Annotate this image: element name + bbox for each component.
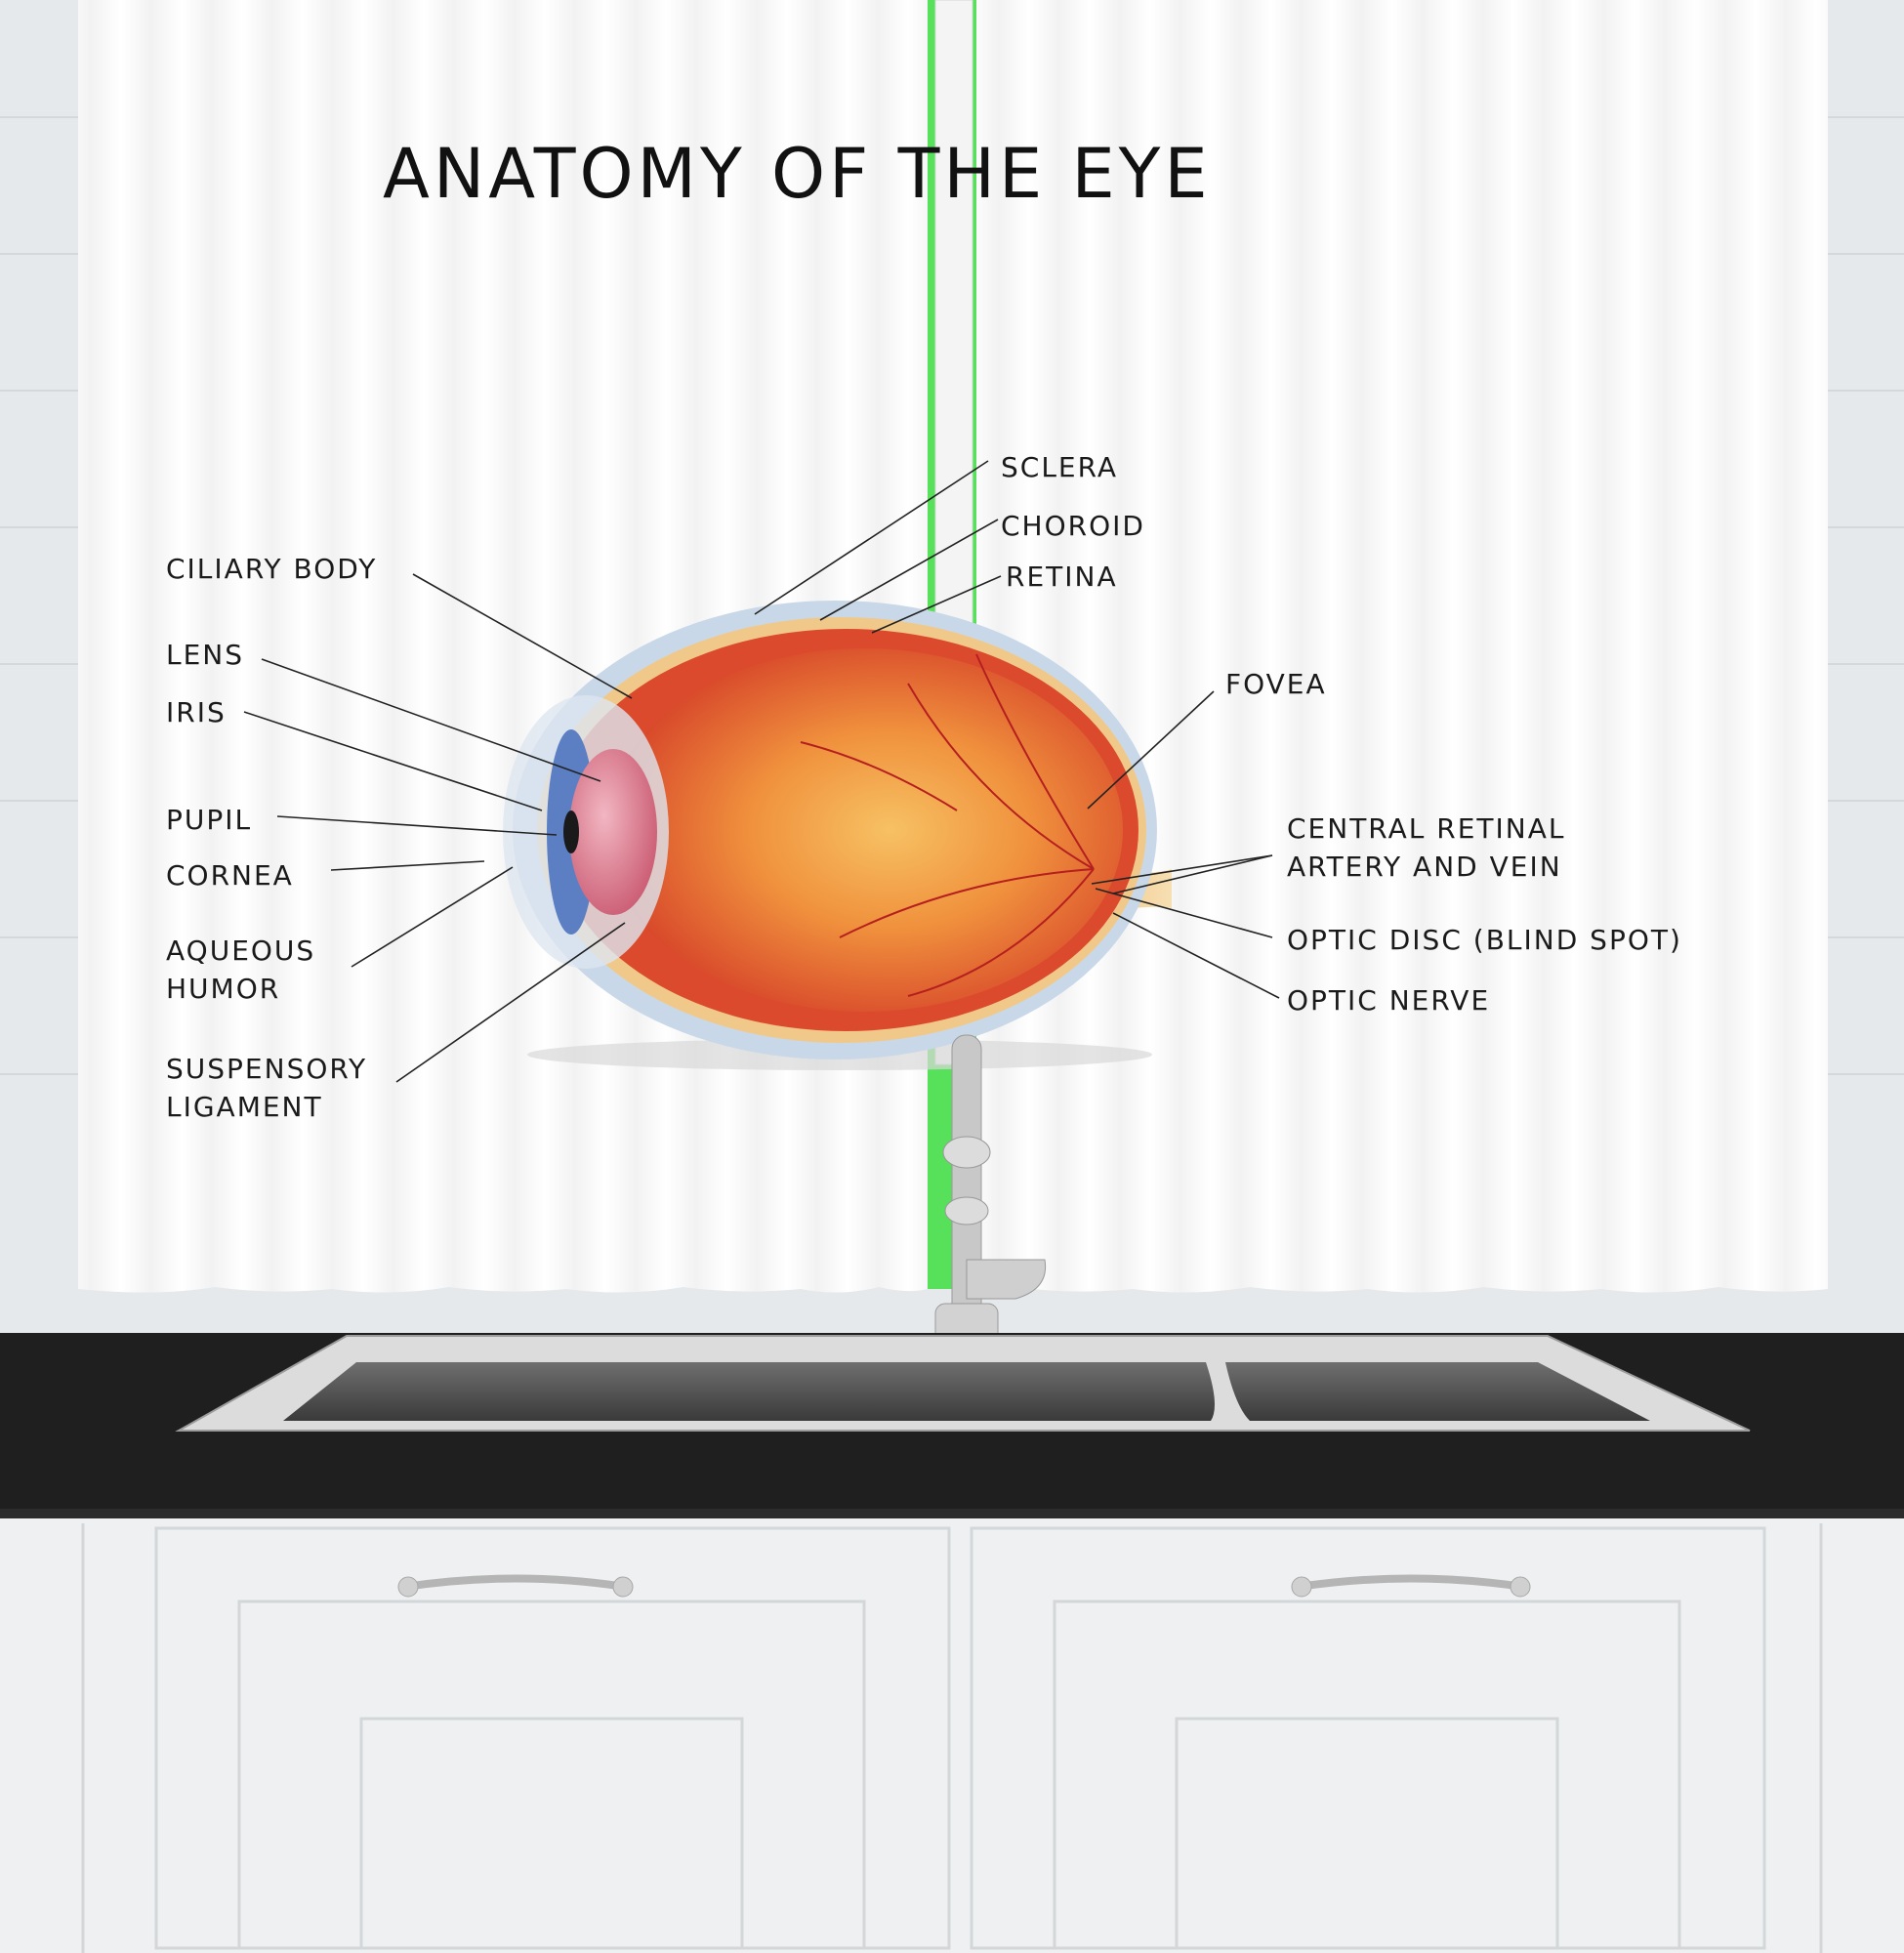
vitreous-shape — [605, 648, 1123, 1012]
label-aqueous-humor-2: HUMOR — [166, 973, 280, 1005]
cabinet-doors — [81, 1523, 1823, 1953]
label-central-retinal-2: ARTERY AND VEIN — [1287, 851, 1562, 883]
retinal-vessels — [800, 653, 1095, 997]
label-sclera: SCLERA — [1001, 451, 1118, 483]
label-lens: LENS — [166, 639, 244, 671]
label-optic-nerve: OPTIC NERVE — [1287, 984, 1490, 1017]
wall-tiles — [0, 116, 1904, 1075]
label-retina: RETINA — [1006, 561, 1118, 593]
label-suspensory-ligament-2: LIGAMENT — [166, 1091, 323, 1123]
label-fovea: FOVEA — [1225, 668, 1327, 700]
label-ciliary-body: CILIARY BODY — [166, 553, 377, 585]
pupil-shape — [563, 810, 579, 853]
label-optic-disc: OPTIC DISC (BLIND SPOT) — [1287, 924, 1682, 956]
sink-basin-left — [283, 1362, 1215, 1421]
eye-diagram — [503, 601, 1172, 1070]
poster-title: ANATOMY OF THE EYE — [383, 134, 1212, 214]
label-iris: IRIS — [166, 696, 227, 728]
label-cornea: CORNEA — [166, 859, 294, 892]
label-central-retinal-1: CENTRAL RETINAL — [1287, 812, 1565, 845]
label-aqueous-humor-1: AQUEOUS — [166, 935, 315, 967]
cabinet-base — [0, 1518, 1904, 1953]
label-suspensory-ligament-1: SUSPENSORY — [166, 1053, 367, 1085]
leader-lines — [243, 460, 1280, 1083]
label-choroid: CHOROID — [1001, 510, 1145, 542]
lens-shape — [569, 749, 657, 915]
counter-edge — [0, 1509, 1904, 1518]
cabinet-handles — [397, 1574, 1531, 1598]
label-pupil: PUPIL — [166, 804, 252, 836]
sink-basin-right — [1225, 1362, 1650, 1421]
curtain-right — [976, 0, 1828, 1293]
